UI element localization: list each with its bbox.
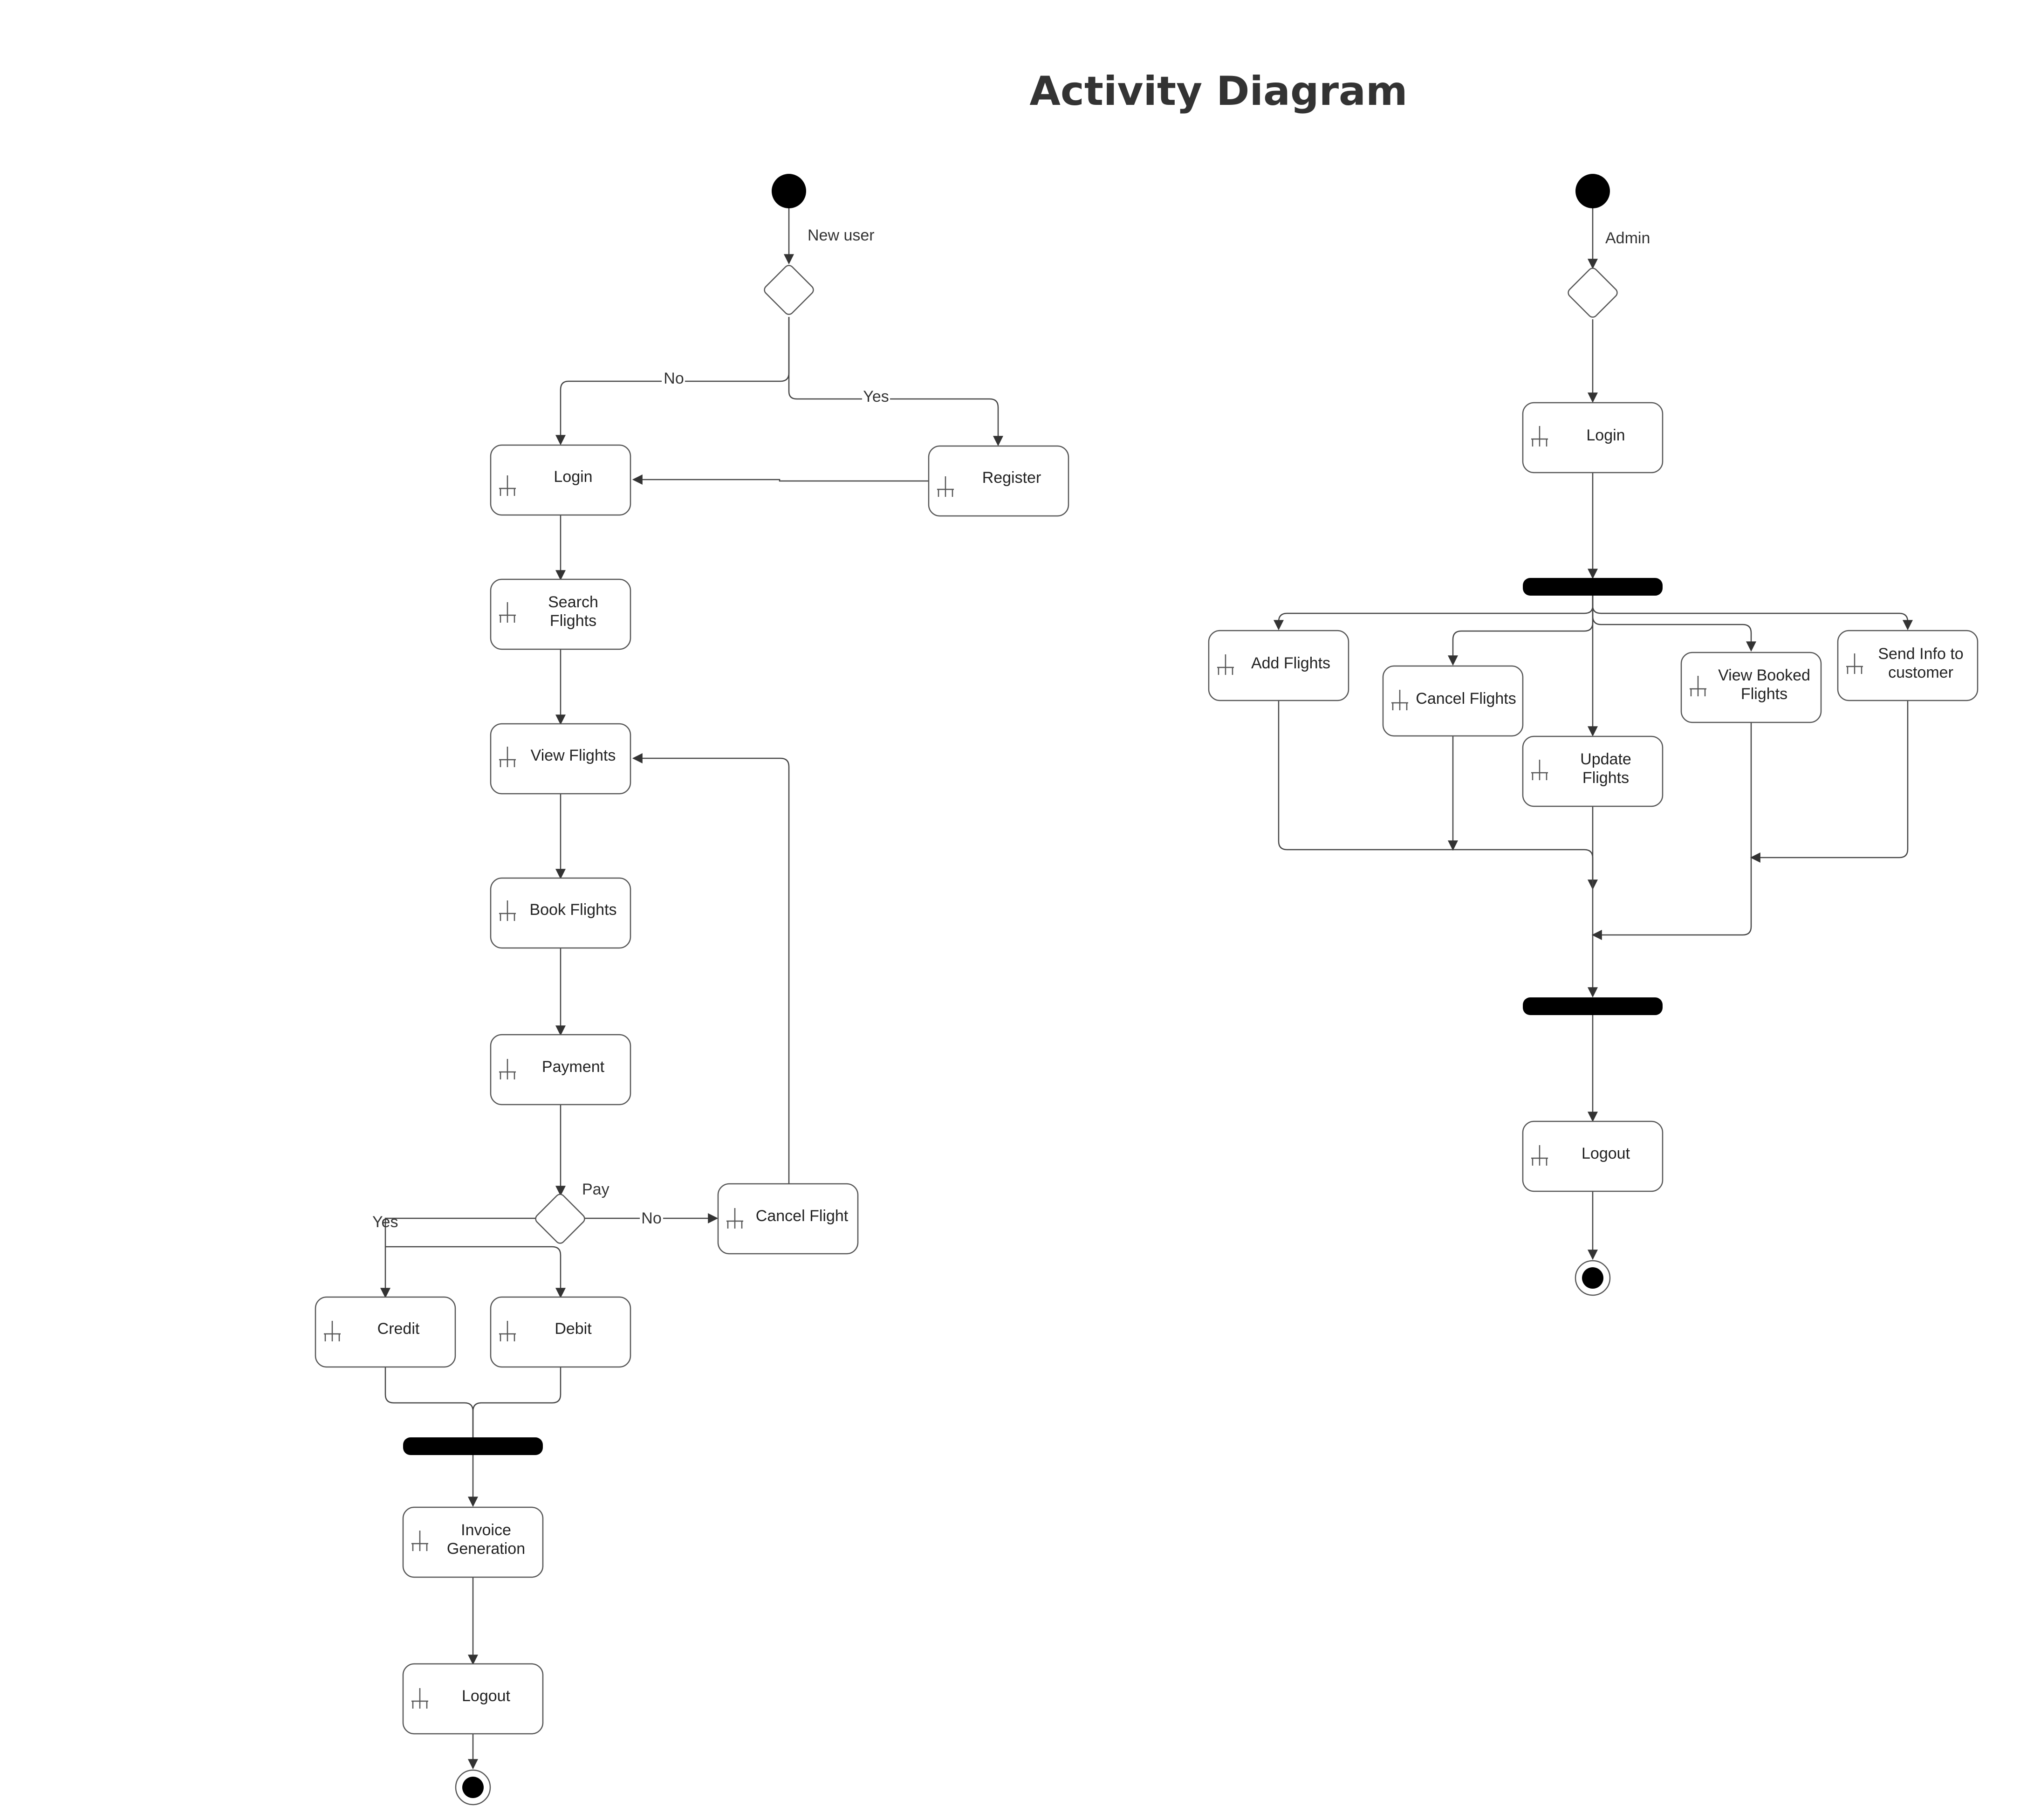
user-edges [380, 206, 1003, 1770]
activity-search-flights: Search Flights [490, 578, 631, 650]
activity-icon [1690, 676, 1706, 696]
activity-view-flights-label: View Flights [531, 747, 616, 764]
activity-search-label-1: Search [548, 593, 598, 611]
label-new-user: New user [808, 227, 875, 244]
edge-fork-to-add [1274, 596, 1594, 631]
admin-logout-label: Logout [1582, 1145, 1630, 1162]
activity-icon [1391, 690, 1408, 710]
admin-login-label: Login [1586, 426, 1625, 444]
edge-credit-to-join [384, 1367, 474, 1437]
activity-book-flights: Book Flights [490, 877, 631, 949]
edge-pay-to-debit [385, 1246, 566, 1298]
admin-add-flights-label: Add Flights [1251, 654, 1330, 672]
activity-invoice-label-2: Generation [447, 1540, 525, 1558]
admin-activity-add-flights: Add Flights [1208, 630, 1349, 701]
activity-login: Login [490, 444, 631, 516]
activity-icon [499, 1321, 516, 1341]
edge-cancel-to-view [632, 753, 790, 1184]
activity-credit: Credit [315, 1296, 456, 1368]
label-branch-no: No [664, 370, 684, 387]
user-end-core [462, 1777, 484, 1798]
activity-icon [1531, 1145, 1548, 1166]
activity-register-label: Register [982, 469, 1041, 487]
activity-invoice-generation: Invoice Generation [402, 1506, 544, 1578]
activity-icon [411, 1688, 428, 1709]
admin-edges [1274, 206, 1913, 1260]
admin-send-info-label-2: customer [1888, 664, 1953, 681]
activity-icon [499, 602, 516, 623]
edge-fork-to-send-info [1592, 596, 1913, 631]
admin-activity-send-info: Send Info to customer [1837, 630, 1979, 701]
admin-start-node [1575, 174, 1610, 208]
edge-debit-to-join [472, 1367, 562, 1437]
admin-activity-login: Login [1522, 402, 1664, 474]
admin-view-booked-label-1: View Booked [1718, 666, 1810, 684]
user-start-node [772, 174, 806, 208]
admin-fork-bar [1523, 578, 1663, 596]
page-title: Activity Diagram [1029, 68, 1407, 115]
label-pay-no: No [641, 1209, 661, 1227]
admin-decision [1568, 268, 1618, 318]
label-admin: Admin [1605, 229, 1650, 247]
admin-update-label-2: Flights [1582, 769, 1629, 787]
activity-invoice-label-1: Invoice [461, 1521, 511, 1539]
activity-icon [499, 1059, 516, 1079]
user-join-bar [403, 1437, 543, 1455]
label-branch-yes: Yes [863, 388, 889, 405]
activity-icon [499, 747, 516, 767]
activity-icon [1846, 653, 1863, 674]
edge-fork-to-cancel [1448, 596, 1594, 666]
admin-view-booked-label-2: Flights [1741, 685, 1787, 703]
admin-activity-logout: Logout [1522, 1120, 1664, 1192]
activity-user-logout: Logout [402, 1663, 544, 1735]
admin-activity-update-flights: Update Flights [1522, 735, 1664, 807]
admin-join-bar [1523, 997, 1663, 1015]
activity-user-logout-label: Logout [462, 1687, 511, 1705]
activity-debit: Debit [490, 1296, 631, 1368]
admin-activity-view-booked: View Booked Flights [1680, 652, 1822, 723]
activity-register: Register [928, 445, 1069, 517]
activity-icon [499, 900, 516, 921]
activity-icon [1531, 760, 1548, 780]
activity-payment: Payment [490, 1034, 631, 1106]
admin-update-label-1: Update [1580, 750, 1631, 768]
activity-login-label: Login [554, 468, 592, 486]
activity-icon [324, 1321, 341, 1341]
admin-end-core [1582, 1267, 1603, 1289]
admin-send-info-label-1: Send Info to [1878, 645, 1963, 663]
user-decision-pay [535, 1194, 585, 1244]
activity-search-label-2: Flights [550, 612, 596, 630]
edge-view-booked-to-join [1591, 722, 1752, 940]
activity-icon [1217, 654, 1234, 675]
user-decision-new [764, 265, 814, 315]
activity-icon [726, 1208, 743, 1229]
activity-credit-label: Credit [377, 1320, 420, 1338]
edge-decision-to-register [788, 317, 1003, 446]
user-flow: New user No Yes Pay Yes No Login Registe… [315, 174, 1069, 1806]
activity-icon [1531, 426, 1548, 446]
admin-cancel-flights-label: Cancel Flights [1416, 690, 1516, 707]
activity-cancel-flight-label: Cancel Flight [756, 1207, 849, 1225]
admin-flow: Admin Login Add Flights Cancel Flights U… [1208, 174, 1979, 1296]
edge-register-to-login [632, 474, 929, 485]
edge-pay-to-credit [380, 1217, 536, 1298]
label-pay: Pay [582, 1181, 609, 1198]
edge-fork-to-view-booked [1592, 596, 1756, 652]
admin-activity-cancel-flights: Cancel Flights [1382, 665, 1524, 737]
activity-icon [937, 476, 954, 497]
activity-book-flights-label: Book Flights [529, 901, 616, 919]
activity-icon [499, 475, 516, 496]
edge-send-to-view-line [1750, 701, 1909, 863]
activity-icon [411, 1531, 428, 1551]
activity-debit-label: Debit [555, 1320, 592, 1338]
activity-payment-label: Payment [542, 1058, 605, 1076]
label-pay-yes: Yes [372, 1213, 398, 1231]
activity-cancel-flight: Cancel Flight [717, 1183, 859, 1255]
activity-view-flights: View Flights [490, 723, 631, 795]
